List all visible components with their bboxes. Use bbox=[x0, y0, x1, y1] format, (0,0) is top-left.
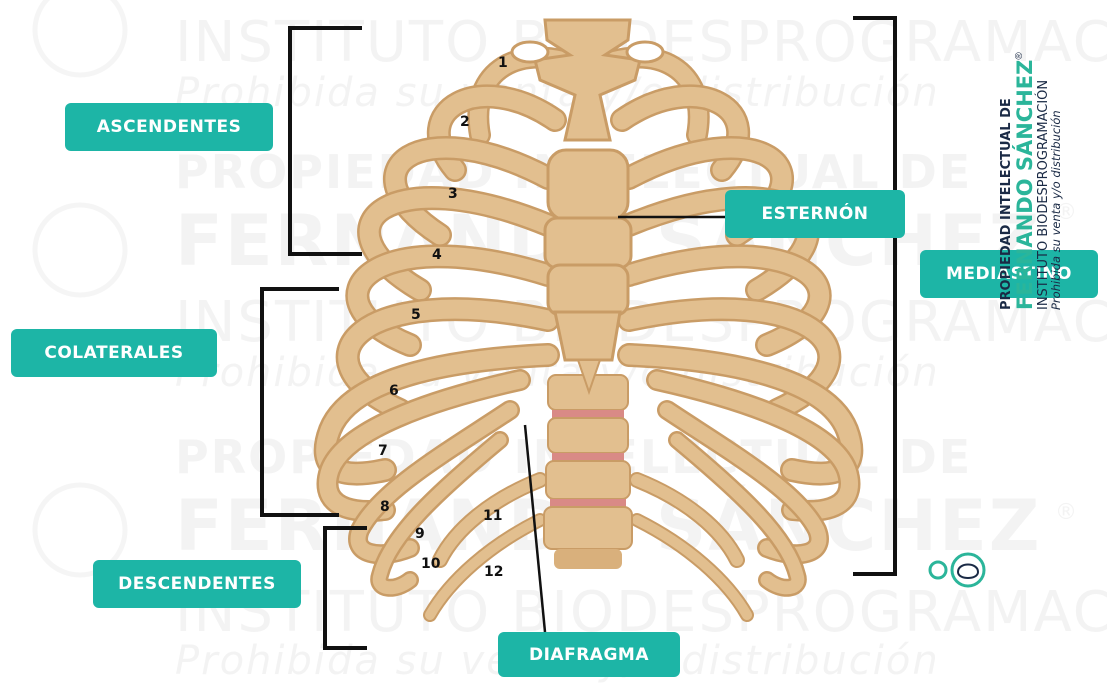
rib-number-4: 4 bbox=[432, 247, 442, 263]
logo-line-4: Prohibida su venta y/o distribución bbox=[1050, 40, 1062, 310]
logo-name-row: FERNANDO SÁNCHEZ® bbox=[1014, 40, 1037, 310]
logo-line-3: INSTITUTO BIODESPROGRAMACIÓN bbox=[1037, 40, 1051, 310]
rib-number-1: 1 bbox=[498, 55, 508, 71]
rib-number-10: 10 bbox=[421, 556, 440, 572]
copyright-logo-text: PROPIEDAD INTELECTUAL DE FERNANDO SÁNCHE… bbox=[1000, 40, 1062, 310]
rib-number-7: 7 bbox=[378, 443, 388, 459]
bracket-colaterales bbox=[260, 287, 339, 517]
rib-number-11: 11 bbox=[483, 508, 502, 524]
logo-registered: ® bbox=[1014, 52, 1025, 59]
rib-number-6: 6 bbox=[389, 383, 399, 399]
logo-line-1: PROPIEDAD INTELECTUAL DE bbox=[1000, 40, 1014, 310]
rib-number-8: 8 bbox=[380, 499, 390, 515]
label-descendentes: DESCENDENTES bbox=[93, 560, 301, 608]
bracket-ascendentes bbox=[288, 26, 362, 256]
logo-line-2: FERNANDO SÁNCHEZ bbox=[1013, 60, 1037, 310]
bracket-mediastino bbox=[853, 16, 897, 576]
rib-number-9: 9 bbox=[415, 526, 425, 542]
watermark-logo-circles bbox=[35, 0, 125, 575]
rib-number-2: 2 bbox=[460, 114, 470, 130]
rib-number-3: 3 bbox=[448, 186, 458, 202]
spine bbox=[544, 375, 632, 569]
rib-number-5: 5 bbox=[411, 307, 421, 323]
label-diafragma: DIAFRAGMA bbox=[498, 632, 680, 677]
sternum bbox=[512, 20, 663, 392]
bracket-descendentes bbox=[323, 526, 367, 650]
label-ascendentes: ASCENDENTES bbox=[65, 103, 273, 151]
logo-mark bbox=[930, 554, 984, 586]
label-esternon: ESTERNÓN bbox=[725, 190, 905, 238]
rib-number-12: 12 bbox=[484, 564, 503, 580]
label-colaterales: COLATERALES bbox=[11, 329, 217, 377]
